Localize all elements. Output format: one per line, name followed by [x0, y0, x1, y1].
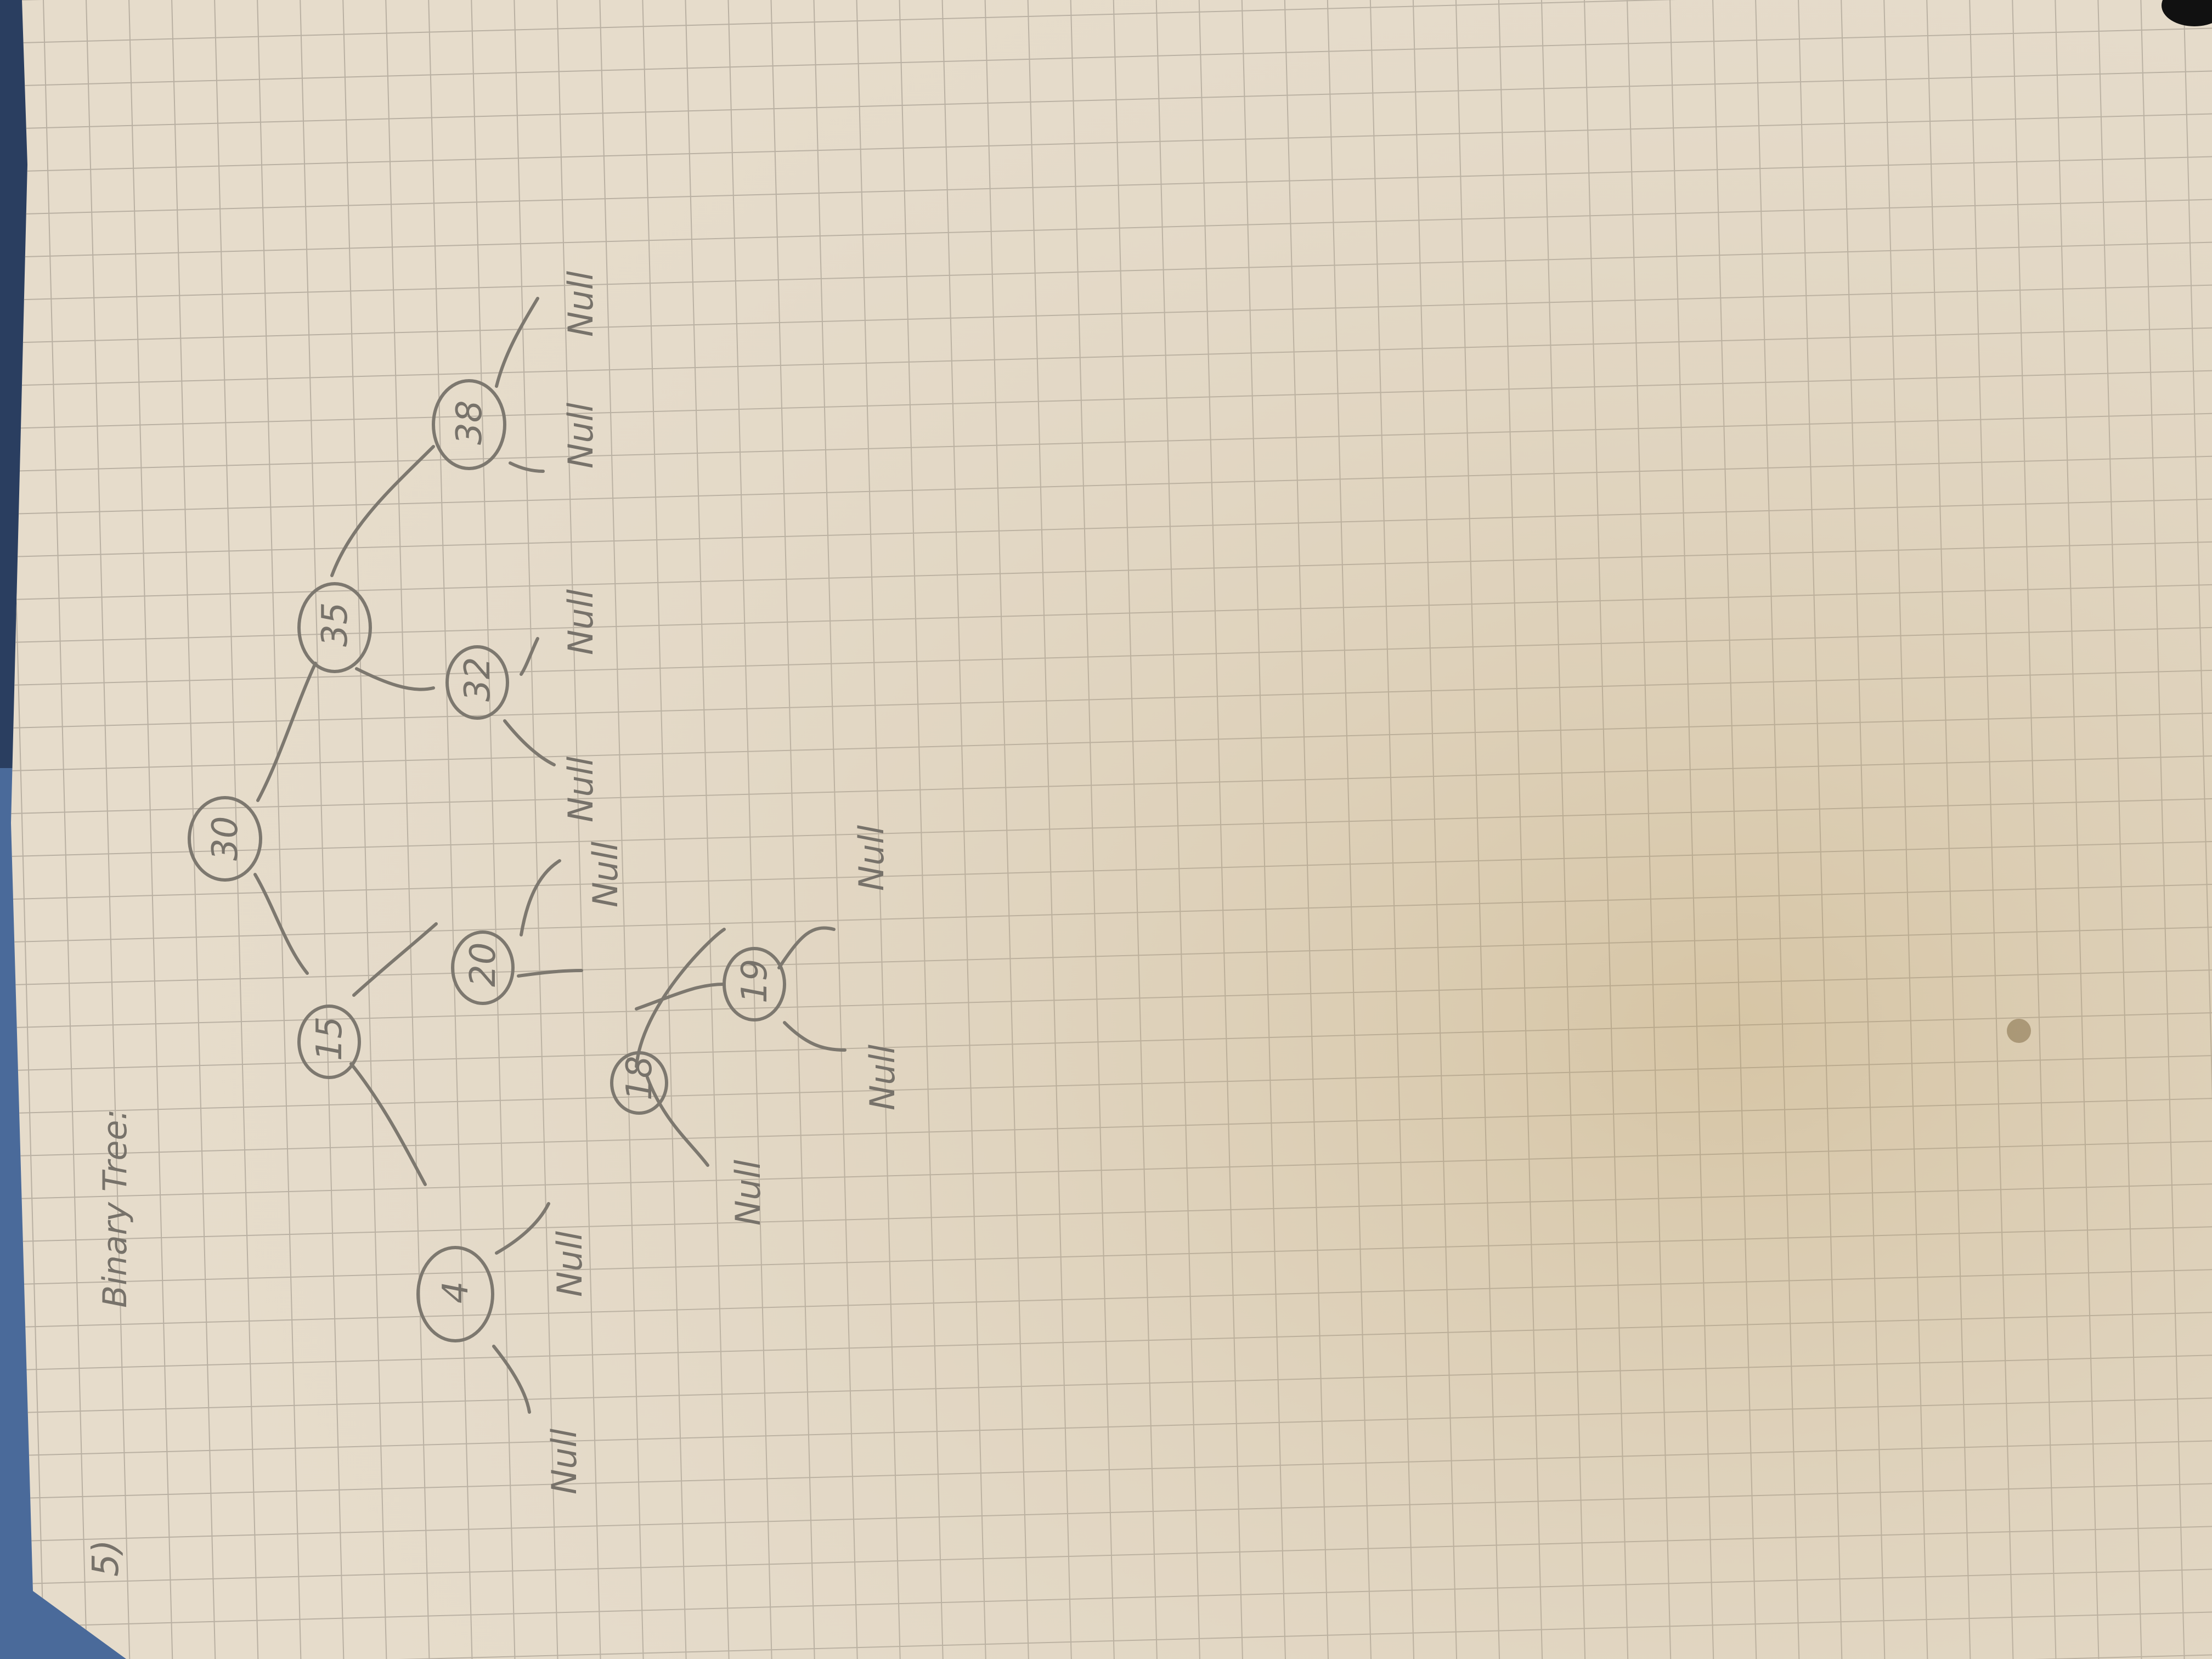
- null-4-left: Null: [544, 1429, 584, 1494]
- svg-text:20: 20: [463, 943, 504, 987]
- question-number: 5): [84, 1539, 127, 1577]
- tree-nodes: 30 15 35 4 20 32: [188, 379, 786, 1342]
- node-35: 35: [297, 582, 372, 673]
- svg-text:19: 19: [735, 959, 775, 1003]
- ink-smudge: [2007, 1019, 2031, 1043]
- edge-35-38: [330, 445, 435, 577]
- heading-title: Binary Tree:: [96, 1109, 134, 1308]
- svg-text:32: 32: [458, 657, 498, 702]
- stub-38-right: [495, 297, 539, 388]
- node-38: 38: [432, 379, 506, 470]
- null-38-left: Null: [561, 403, 601, 469]
- stub-18-left: [646, 1076, 709, 1167]
- stub-32-right: [520, 637, 539, 676]
- edge-15-4: [349, 1062, 427, 1186]
- svg-text:4: 4: [436, 1281, 476, 1304]
- edge-30-35: [256, 662, 317, 802]
- svg-text:15: 15: [309, 1017, 350, 1061]
- node-32: 32: [445, 645, 509, 720]
- stub-19-left: [783, 1021, 847, 1052]
- svg-text:35: 35: [315, 602, 356, 647]
- null-19-right: Null: [851, 825, 891, 891]
- null-19-left: Null: [862, 1045, 902, 1110]
- edge-18-19: [635, 928, 726, 1068]
- node-19: 19: [723, 947, 786, 1022]
- null-38-right: Null: [561, 271, 601, 337]
- stub-4-left: [492, 1345, 531, 1414]
- stub-19-right: [777, 926, 836, 969]
- null-32-right: Null: [561, 589, 601, 655]
- null-18-left: Null: [728, 1160, 768, 1226]
- binder-hole: [2162, 0, 2212, 26]
- stub-20-left: [517, 969, 583, 978]
- stub-20-right: [520, 859, 561, 936]
- stub-38-left: [509, 461, 545, 473]
- edge-15-20: [352, 922, 438, 997]
- node-15: 15: [297, 1005, 361, 1079]
- stub-4-right: [495, 1202, 550, 1255]
- stub-32-left: [503, 719, 556, 766]
- svg-text:30: 30: [205, 816, 246, 861]
- node-30: 30: [188, 796, 262, 882]
- edge-20-18: [635, 983, 726, 1011]
- edge-35-32: [355, 667, 435, 691]
- node-20: 20: [451, 930, 515, 1005]
- node-4: 4: [416, 1246, 494, 1342]
- node-18: 18: [610, 1051, 668, 1115]
- null-20-right: Null: [585, 842, 625, 907]
- edge-30-15: [253, 873, 309, 975]
- tree-edges: [253, 297, 847, 1414]
- svg-text:38: 38: [449, 400, 490, 445]
- null-labels: Null Null Null Null Null Null Null Null …: [544, 271, 902, 1494]
- null-32-left: Null: [561, 757, 601, 822]
- svg-text:18: 18: [619, 1056, 660, 1101]
- null-4-right: Null: [550, 1231, 590, 1297]
- paper-sheet: [11, 0, 2212, 1659]
